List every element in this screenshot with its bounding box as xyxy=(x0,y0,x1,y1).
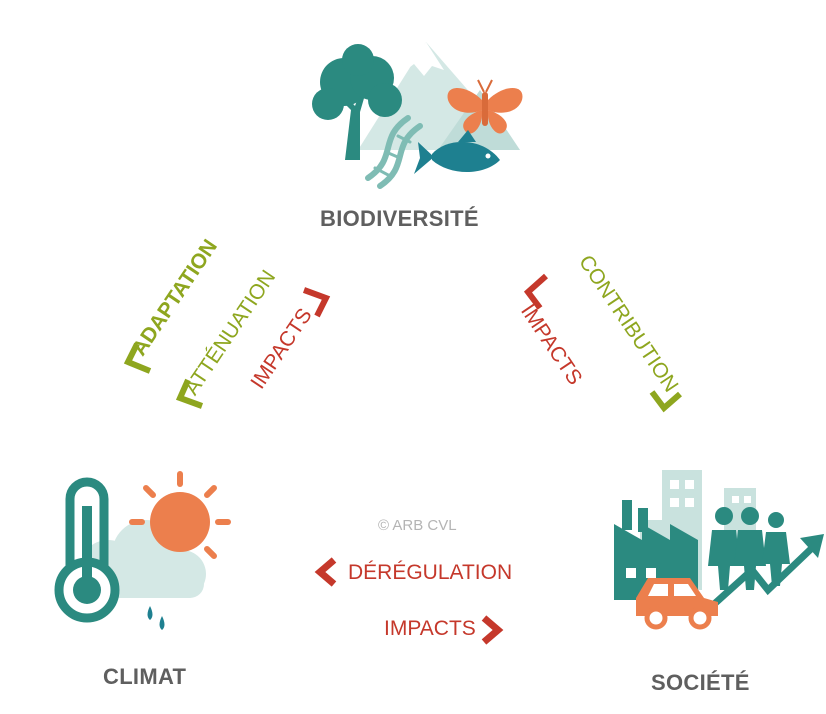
people-icon xyxy=(708,507,790,590)
node-climat-label: CLIMAT xyxy=(103,664,187,689)
node-societe-label: SOCIÉTÉ xyxy=(651,670,750,695)
impacts-bottom-arrow xyxy=(481,615,504,645)
copyright-credit: © ARB CVL xyxy=(378,517,457,534)
impacts-left-arrow xyxy=(302,287,331,318)
thermometer-icon xyxy=(54,477,120,623)
attenuation-arrow xyxy=(175,378,204,409)
raindrops-icon xyxy=(147,606,165,630)
butterfly-icon xyxy=(447,79,523,134)
tree-icon xyxy=(312,44,402,160)
deregulation-arrow xyxy=(314,557,337,587)
link-deregulation-label: DÉRÉGULATION xyxy=(348,561,513,584)
growth-arrow-icon xyxy=(709,534,824,609)
dna-icon xyxy=(365,115,423,189)
fish-icon xyxy=(414,130,500,174)
link-impacts-bottom-label: IMPACTS xyxy=(384,617,476,640)
car-icon xyxy=(636,578,718,630)
sun-icon xyxy=(129,471,231,559)
node-biodiversite-label: BIODIVERSITÉ xyxy=(320,206,479,231)
adaptation-arrow xyxy=(123,342,152,374)
impacts-right-arrow xyxy=(523,273,548,310)
contribution-arrow xyxy=(649,390,682,413)
